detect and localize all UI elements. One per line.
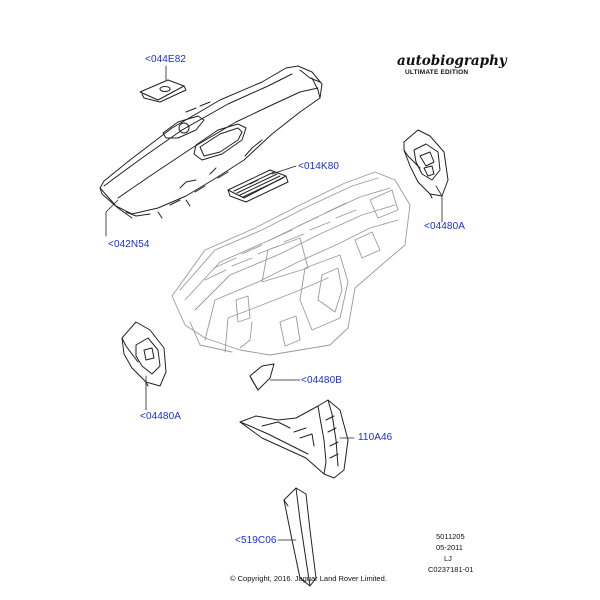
part-04480B: [249, 363, 275, 391]
callout-519C06[interactable]: <519C06: [235, 535, 277, 546]
part-110A46: [239, 399, 349, 479]
callout-014K80[interactable]: <014K80: [298, 161, 340, 172]
part-04480A-right: [403, 129, 449, 199]
part-014K80: [227, 169, 289, 203]
part-04480A-left: [121, 321, 167, 387]
callout-04480B[interactable]: <04480B: [301, 375, 343, 386]
callout-04480A-left[interactable]: <04480A: [140, 411, 182, 422]
dashboard-reference-drawing: [171, 171, 411, 356]
copyright-notice: © Copyright, 2016. Jaguar Land Rover Lim…: [230, 574, 387, 583]
leader-lines: [105, 65, 443, 541]
autobiography-logo: autobiography: [397, 53, 507, 69]
callout-044E82[interactable]: <044E82: [145, 54, 187, 65]
date-label: 05-2011: [436, 543, 463, 552]
part-044E82: [139, 79, 187, 103]
part-519C06: [283, 487, 317, 587]
edition-label: ULTIMATE EDITION: [405, 69, 469, 76]
callout-110A46[interactable]: 110A46: [358, 432, 393, 443]
part-number-label: 5011205: [436, 532, 465, 541]
upper-dash-panel: [99, 65, 323, 219]
reference-label: C0237181-01: [428, 565, 474, 574]
code-label: LJ: [444, 554, 452, 563]
callout-04480A-right[interactable]: <04480A: [424, 221, 466, 232]
callout-042N54[interactable]: <042N54: [108, 239, 150, 250]
